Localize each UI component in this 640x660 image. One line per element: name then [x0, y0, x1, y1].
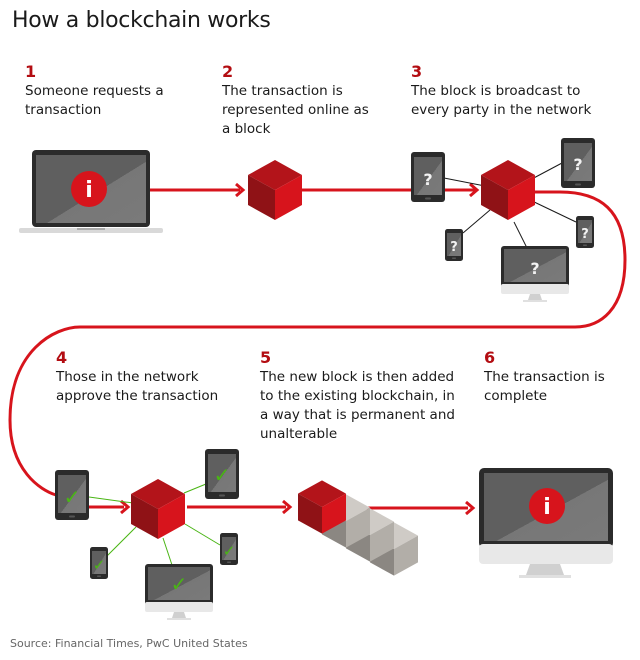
step-text-line: The transaction is — [222, 83, 343, 99]
svg-text:i: i — [543, 495, 551, 520]
step-1: 1 Someone requests a transaction — [25, 62, 164, 120]
question-icon: ? — [423, 170, 432, 189]
check-icon: ✓ — [64, 485, 81, 509]
source-note: Source: Financial Times, PwC United Stat… — [10, 637, 248, 650]
step-number: 2 — [222, 62, 234, 81]
question-icon: ? — [530, 259, 539, 278]
step-6: 6 The transaction is complete — [484, 348, 605, 406]
step-number: 5 — [260, 348, 272, 367]
transaction-block-icon — [248, 160, 302, 220]
unknown-icons: ? ? ? ? ? — [423, 155, 588, 278]
step-text-line: to the existing blockchain, in — [260, 388, 455, 404]
check-icon: ✓ — [223, 542, 236, 560]
blockchain-icon — [298, 480, 418, 576]
step-text-line: approve the transaction — [56, 388, 219, 404]
step-2: 2 The transaction is represented online … — [222, 62, 369, 139]
step-text-line: represented online as — [222, 102, 369, 118]
question-icon: ? — [573, 155, 582, 174]
info-icon: i — [529, 488, 565, 524]
step-text-line: a way that is permanent and — [260, 407, 455, 423]
question-icon: ? — [581, 227, 589, 242]
step-text-line: unalterable — [260, 426, 338, 442]
step-text-line: The transaction is — [484, 369, 605, 385]
approved-block-icon — [131, 479, 185, 539]
svg-text:i: i — [85, 178, 93, 203]
check-icons: ✓ ✓ ✓ ✓ ✓ — [64, 463, 236, 596]
step-text-line: a block — [222, 121, 271, 137]
check-icon: ✓ — [214, 463, 231, 487]
step-text-line: complete — [484, 388, 548, 404]
step-number: 3 — [411, 62, 423, 81]
step-number: 1 — [25, 62, 37, 81]
step-number: 4 — [56, 348, 68, 367]
approval-links — [88, 483, 221, 566]
step-text-line: transaction — [25, 102, 102, 118]
step-text-line: The block is broadcast to — [411, 83, 581, 99]
step-4: 4 Those in the network approve the trans… — [56, 348, 218, 406]
step-text-line: Someone requests a — [25, 83, 164, 99]
page-title: How a blockchain works — [12, 8, 271, 33]
network-links — [443, 162, 577, 249]
step-5: 5 The new block is then added to the exi… — [260, 348, 455, 444]
check-icon: ✓ — [93, 556, 106, 574]
flow-path — [8, 188, 627, 510]
step-text-line: The new block is then added — [260, 369, 455, 385]
step-text-line: every party in the network — [411, 102, 592, 118]
step-number: 6 — [484, 348, 496, 367]
question-icon: ? — [450, 240, 458, 255]
arrow-heads — [120, 182, 480, 516]
step-text-line: Those in the network — [56, 369, 199, 385]
step-3: 3 The block is broadcast to every party … — [411, 62, 591, 120]
check-icon: ✓ — [171, 572, 188, 596]
info-icon: i — [71, 171, 107, 207]
